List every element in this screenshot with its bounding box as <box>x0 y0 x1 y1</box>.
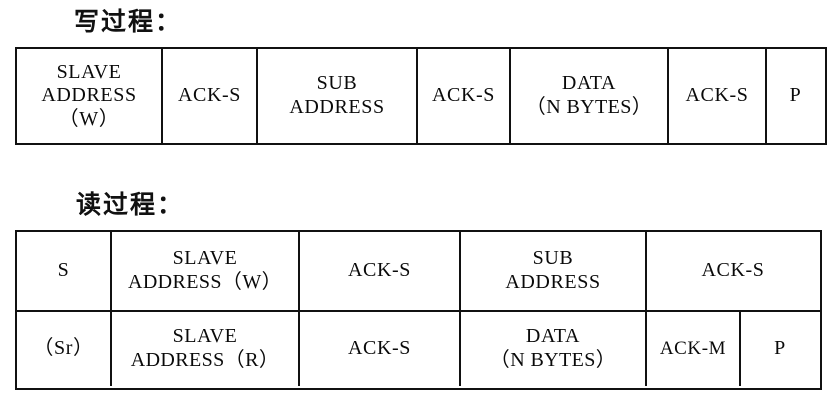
table-row: （Sr） SLAVE ADDRESS（R） ACK-S DATA （N BYTE… <box>17 310 820 386</box>
cell-slave-address-r: SLAVE ADDRESS（R） <box>112 312 300 386</box>
cell-line: P <box>789 84 802 107</box>
table-row: S SLAVE ADDRESS（W） ACK-S SUB ADDRESS ACK… <box>17 232 820 310</box>
cell-data-n-bytes: DATA （N BYTES） <box>511 49 669 143</box>
cell-ack-s-2: ACK-S <box>647 232 819 310</box>
cell-line: ADDRESS <box>505 271 601 293</box>
cell-line: ACK-S <box>347 336 411 359</box>
cell-line: （W） <box>58 107 120 130</box>
write-process-heading: 写过程： <box>74 7 183 36</box>
read-process-heading: 读过程： <box>76 190 185 219</box>
cell-ack-s-1: ACK-S <box>163 49 258 143</box>
cell-sub-address: SUB ADDRESS <box>461 232 647 310</box>
table-row: SLAVE ADDRESS （W） ACK-S SUB ADDRESS ACK-… <box>17 49 825 143</box>
cell-line: ADDRESS（R） <box>130 348 280 371</box>
cell-line: SLAVE <box>56 60 122 83</box>
cell-line: ACK-S <box>701 259 765 282</box>
cell-slave-address-w: SLAVE ADDRESS（W） <box>112 232 300 310</box>
cell-line: ACK-S <box>347 259 411 282</box>
cell-line: （N BYTES） <box>489 348 617 371</box>
cell-ack-s-2: ACK-S <box>418 49 511 143</box>
cell-line: SLAVE <box>172 325 238 348</box>
cell-stop-p: P <box>741 312 819 386</box>
cell-line: ACK-M <box>659 337 727 359</box>
cell-line: ADDRESS <box>41 84 137 107</box>
cell-ack-s-3: ACK-S <box>300 312 461 386</box>
cell-line: ADDRESS（W） <box>127 271 282 293</box>
cell-line: DATA <box>525 325 581 348</box>
cell-start-s: S <box>17 232 112 310</box>
cell-line: ACK-S <box>431 84 495 107</box>
cell-ack-s-1: ACK-S <box>300 232 461 310</box>
cell-slave-address-w: SLAVE ADDRESS （W） <box>17 49 163 143</box>
cell-line: SLAVE <box>172 247 238 270</box>
write-frame-table: SLAVE ADDRESS （W） ACK-S SUB ADDRESS ACK-… <box>15 47 827 145</box>
cell-line: DATA <box>561 72 617 95</box>
cell-ack-s-3: ACK-S <box>669 49 767 143</box>
cell-line: SUB <box>532 247 574 270</box>
cell-data-n-bytes: DATA （N BYTES） <box>461 312 647 386</box>
read-frame-table: S SLAVE ADDRESS（W） ACK-S SUB ADDRESS ACK… <box>15 230 822 390</box>
cell-line: ACK-S <box>177 84 241 107</box>
cell-line: P <box>774 336 786 359</box>
cell-line: ACK-S <box>685 84 749 107</box>
cell-line: （Sr） <box>33 336 94 359</box>
cell-repeated-start-sr: （Sr） <box>17 312 112 386</box>
cell-line: SUB <box>316 72 358 95</box>
cell-ack-m: ACK-M <box>647 312 741 386</box>
cell-stop-p: P <box>767 49 824 143</box>
cell-line: ADDRESS <box>289 96 385 118</box>
cell-line: S <box>57 259 70 282</box>
cell-line: （N BYTES） <box>525 96 653 118</box>
cell-sub-address: SUB ADDRESS <box>258 49 418 143</box>
